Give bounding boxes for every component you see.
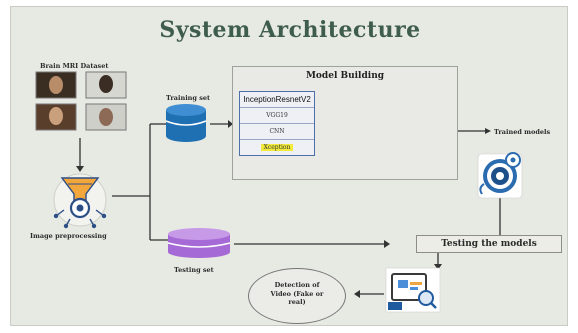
model-building-box: Model Building InceptionResnetV2 VGG19 C… (232, 66, 458, 180)
model-item-vgg19: VGG19 (240, 108, 314, 124)
training-set-label: Training set (166, 94, 210, 102)
model-list: InceptionResnetV2 VGG19 CNN Xception (239, 91, 315, 156)
testing-models-box: Testing the models (416, 235, 562, 253)
dataset-images (35, 71, 127, 131)
testing-database-icon (167, 228, 231, 258)
detection-text: Detection of Video (Fake or real) (249, 281, 345, 307)
preprocessing-icon (53, 173, 107, 229)
diagram-title: System Architecture (159, 17, 421, 43)
dataset-label: Brain MRI Dataset (40, 62, 109, 70)
detection-line-1: Detection of (274, 281, 320, 289)
arrowhead-ellipse (354, 290, 360, 298)
arrowhead-trained (485, 128, 491, 134)
arrowhead-preprocess (76, 166, 84, 172)
arrowhead-testing (384, 240, 390, 248)
arrowhead-model (228, 120, 233, 128)
trained-model-brain-icon (477, 152, 523, 199)
preprocessing-label: Image preprocessing (30, 232, 107, 240)
training-database-icon (165, 104, 207, 142)
trained-models-label: Trained models (494, 128, 551, 136)
model-item-xception: Xception (240, 140, 314, 155)
detection-line-2: Video (Fake or (270, 289, 324, 298)
detection-ellipse: Detection of Video (Fake or real) (248, 268, 346, 324)
arrowhead-detect (434, 264, 442, 270)
model-building-title: Model Building (305, 71, 385, 81)
detection-line-3: real) (288, 298, 306, 306)
testing-set-label: Testing set (174, 266, 214, 274)
detection-monitor-icon (385, 267, 441, 313)
model-item-inceptionresnetv2: InceptionResnetV2 (240, 92, 314, 108)
model-item-cnn: CNN (240, 124, 314, 140)
model-item-xception-text: Xception (260, 144, 294, 151)
